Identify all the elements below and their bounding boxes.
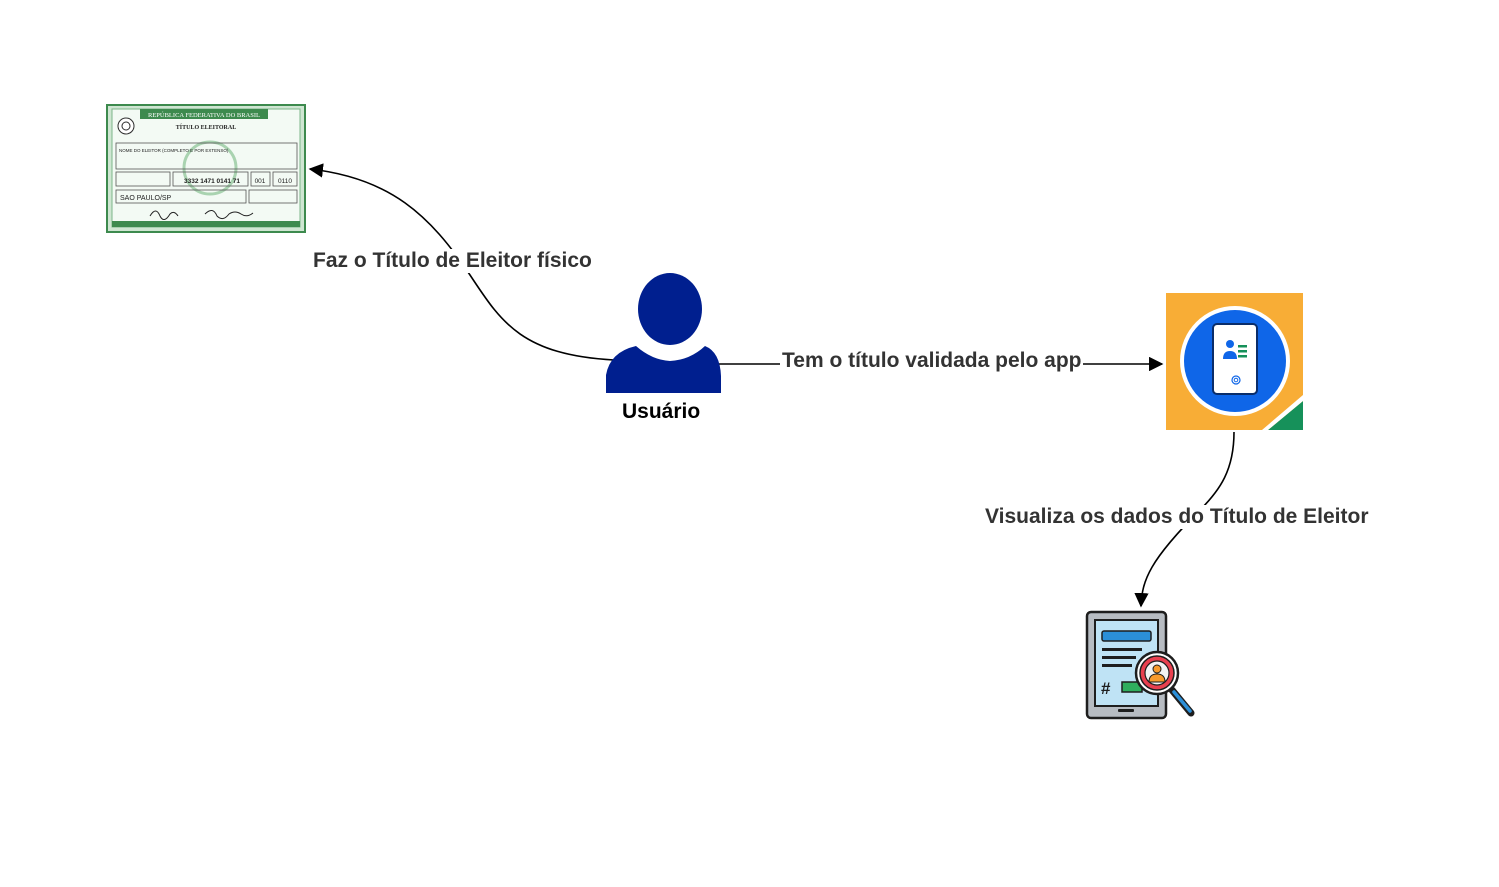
card-header: REPÚBLICA FEDERATIVA DO BRASIL	[148, 111, 260, 119]
voter-title-card-image: REPÚBLICA FEDERATIVA DO BRASIL TÍTULO EL…	[106, 104, 306, 233]
svg-text:#: #	[1101, 679, 1111, 698]
edge-label-to-document: Visualiza os dados do Título de Eleitor	[983, 505, 1371, 529]
card-name-field: NOME DO ELEITOR (COMPLETO E POR EXTENSO)	[119, 148, 229, 153]
edge-label-to-card: Faz o Título de Eleitor físico	[311, 249, 594, 273]
card-title: TÍTULO ELEITORAL	[176, 123, 236, 131]
edge-label-to-app: Tem o título validada pelo app	[780, 349, 1084, 373]
card-emblem-icon	[117, 117, 135, 135]
e-titulo-app-icon	[1166, 293, 1303, 430]
user-label: Usuário	[622, 400, 701, 423]
user-silhouette-icon	[606, 273, 721, 393]
card-city: SAO PAULO/SP	[120, 195, 172, 202]
card-zone: 001	[255, 178, 266, 185]
card-number: 3332 1471 0141 71	[184, 178, 240, 185]
connector-user-to-card	[308, 163, 615, 361]
document-search-icon: #	[1085, 610, 1195, 720]
card-section: 0110	[278, 178, 292, 185]
